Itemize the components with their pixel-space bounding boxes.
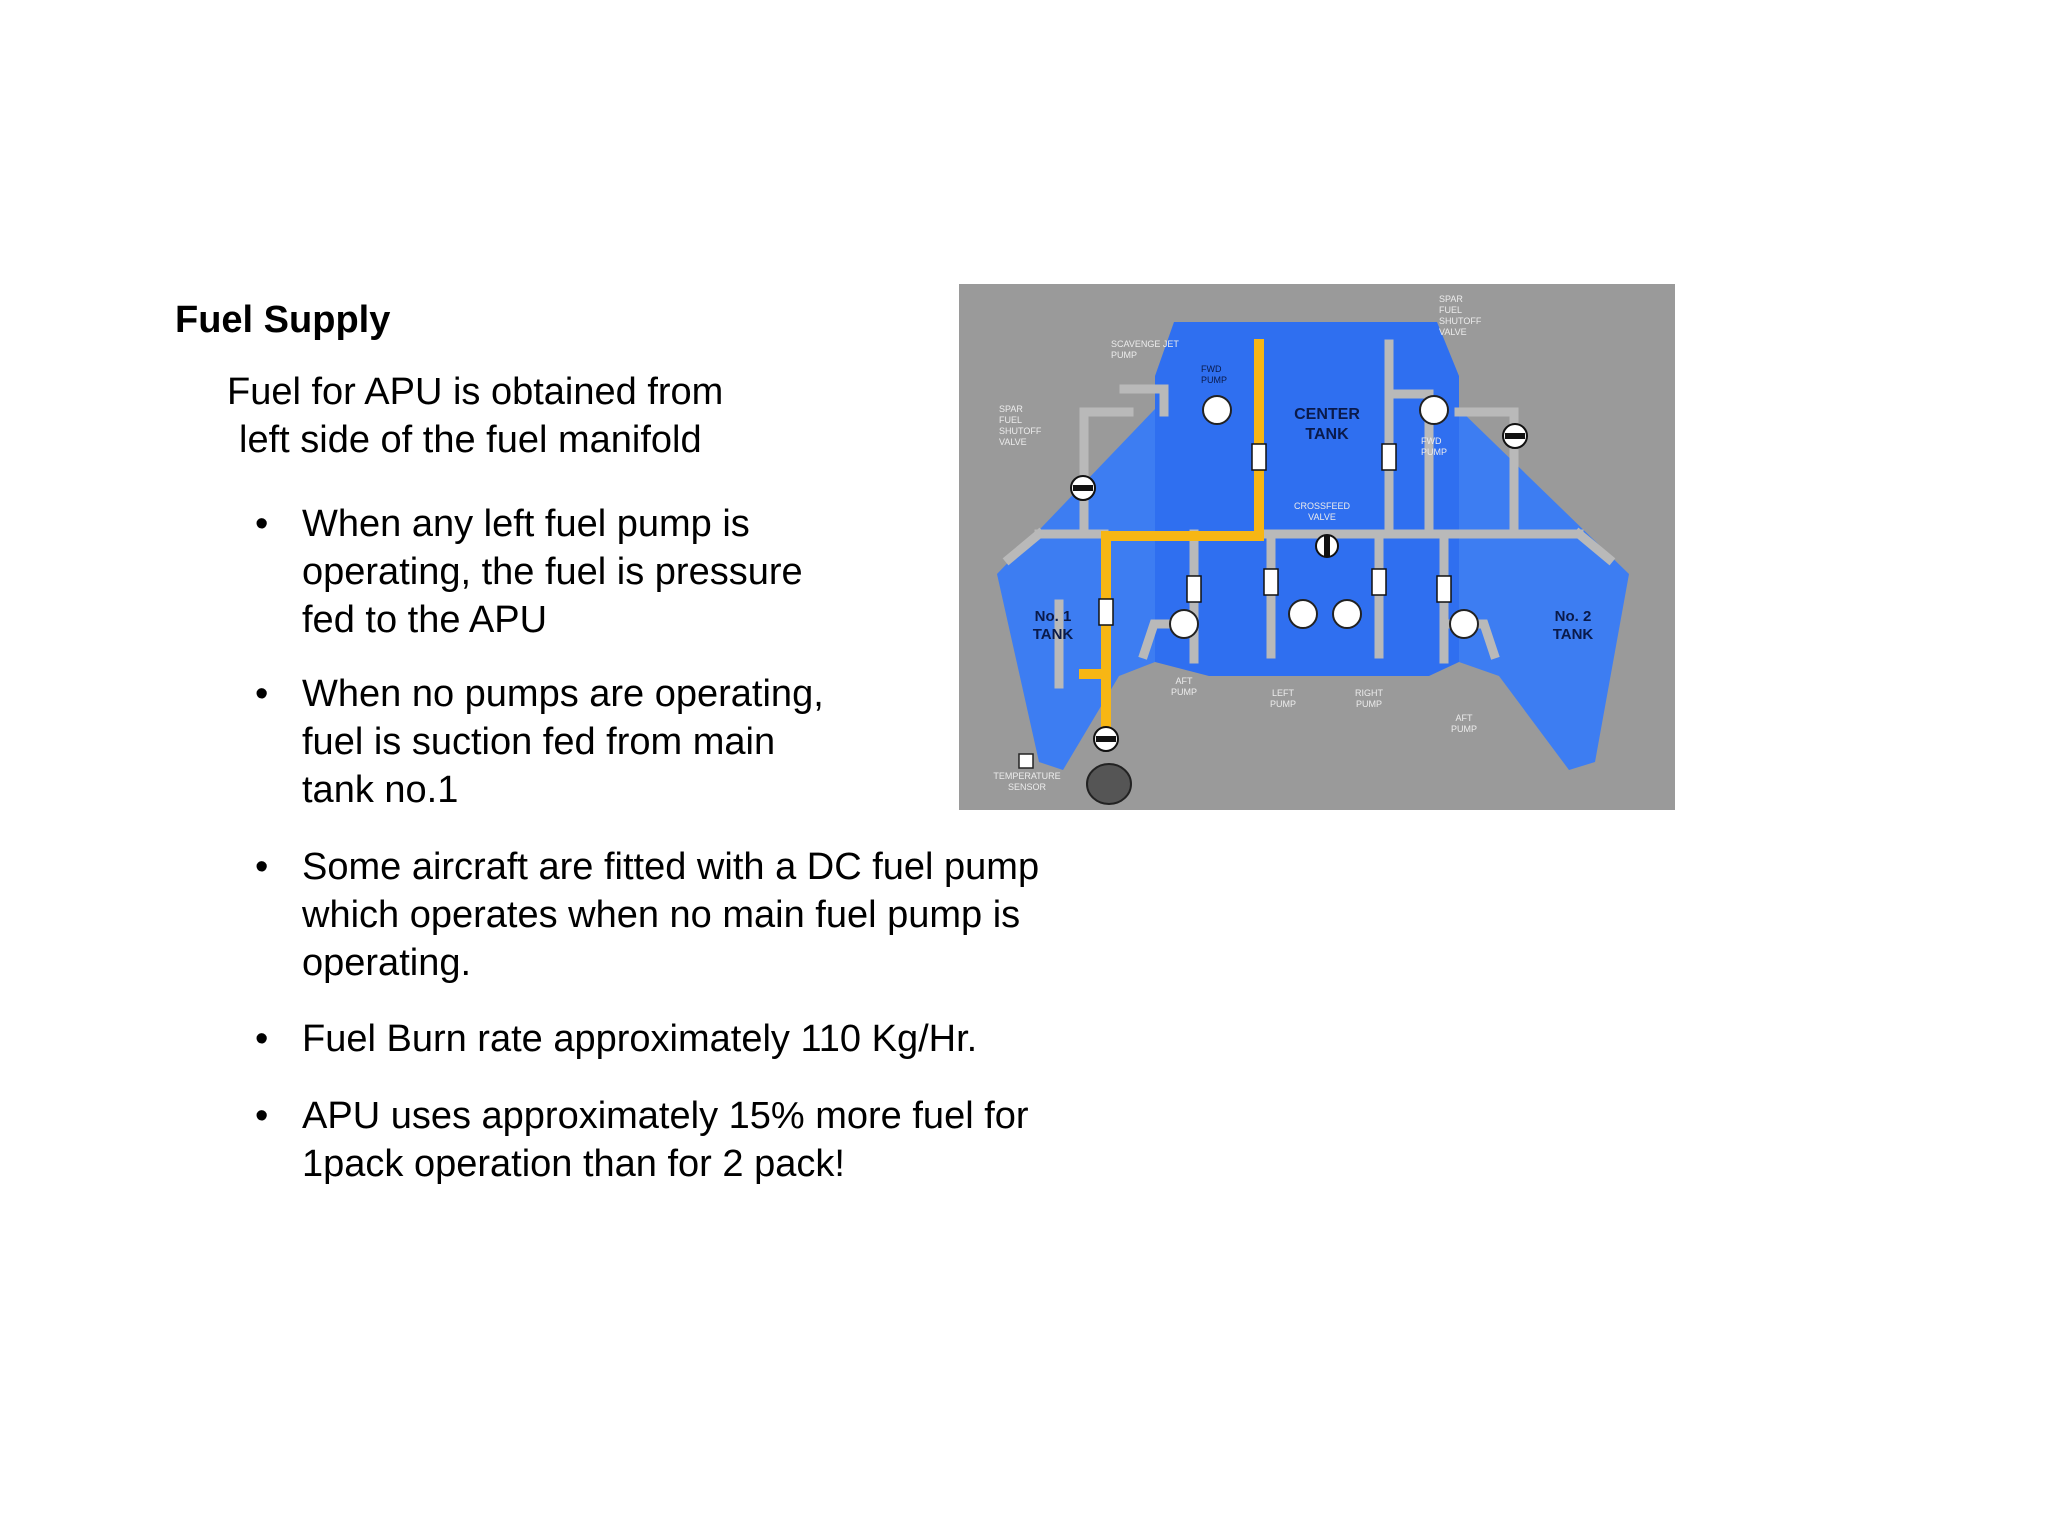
apu-icon — [1086, 763, 1132, 805]
diagram-labels: CENTER TANK No. 1 TANK No. 2 TANK SCAVEN… — [993, 294, 1593, 792]
bullet-glyph: • — [255, 1095, 269, 1137]
flow-arrows — [1098, 443, 1452, 626]
no1-tank-label-2: TANK — [1033, 626, 1074, 643]
spar-left-label-4: VALVE — [999, 437, 1027, 447]
aft-pump-right-icon — [1449, 609, 1479, 639]
fwd-pump-left-label-1: FWD — [1201, 364, 1222, 374]
bullet-glyph: • — [255, 673, 269, 715]
bullet-text: Some aircraft are fitted with a DC fuel … — [302, 846, 1040, 984]
bullet-item: • Fuel Burn rate approximately 110 Kg/Hr… — [255, 1015, 1039, 1063]
right-pump-icon — [1332, 599, 1362, 629]
right-pump-label-2: PUMP — [1356, 699, 1382, 709]
aft-pump-right-label-1: AFT — [1456, 713, 1474, 723]
fwd-pump-left-label-2: PUMP — [1201, 375, 1227, 385]
fwd-pump-left-icon — [1202, 395, 1232, 425]
intro-text: Fuel for APU is obtained from left side … — [227, 368, 723, 464]
up-arrow-icon — [1263, 568, 1279, 596]
right-wing-branch — [1572, 527, 1616, 566]
bullet-item: • When any left fuel pump is operating, … — [255, 500, 1039, 644]
spar-right-label-1: SPAR — [1439, 294, 1463, 304]
center-tank-label-1: CENTER — [1294, 406, 1360, 423]
crossfeed-valve-bar — [1324, 535, 1330, 557]
apu-unit — [1018, 753, 1132, 805]
fwd-pump-right-pipe — [1384, 389, 1434, 539]
bullet-glyph: • — [255, 1018, 269, 1060]
spar-right-label-4: VALVE — [1439, 327, 1467, 337]
bullet-text: When any left fuel pump is operating, th… — [302, 503, 803, 641]
bullet-text: APU uses approximately 15% more fuel for… — [302, 1095, 1029, 1185]
scavenge-label-2: PUMP — [1111, 350, 1137, 360]
aft-pump-left-label-2: PUMP — [1171, 687, 1197, 697]
spar-right-label-2: FUEL — [1439, 305, 1462, 315]
intro-line-2: left side of the fuel manifold — [239, 419, 702, 461]
spar-left-label-1: SPAR — [999, 404, 1023, 414]
bullet-item: • APU uses approximately 15% more fuel f… — [255, 1092, 1039, 1188]
bullet-text: Fuel Burn rate approximately 110 Kg/Hr. — [302, 1018, 978, 1060]
right-pump-label-1: RIGHT — [1355, 688, 1384, 698]
temperature-sensor-icon — [1018, 753, 1034, 769]
slide-title: Fuel Supply — [175, 299, 391, 341]
bullet-glyph: • — [255, 503, 269, 545]
fwd-pump-right-label-2: PUMP — [1421, 447, 1447, 457]
spar-left-label-2: FUEL — [999, 415, 1022, 425]
spar-valve-left-bar — [1073, 485, 1093, 491]
fwd-pump-right-label-1: FWD — [1421, 436, 1442, 446]
aft-pump-right-label-2: PUMP — [1451, 724, 1477, 734]
down-arrow-icon — [1381, 443, 1397, 471]
up-arrow-icon — [1186, 575, 1202, 603]
crossfeed-label-2: VALVE — [1308, 512, 1336, 522]
spar-right-label-3: SHUTOFF — [1439, 316, 1482, 326]
no1-tank-label-1: No. 1 — [1035, 608, 1072, 625]
crossfeed-label-1: CROSSFEED — [1294, 501, 1351, 511]
bullet-text: When no pumps are operating, fuel is suc… — [302, 673, 824, 811]
left-pump-icon — [1288, 599, 1318, 629]
no2-tank-label-2: TANK — [1553, 626, 1594, 643]
down-arrow-icon — [1251, 443, 1267, 471]
up-arrow-icon — [1436, 575, 1452, 603]
no2-tank-label-1: No. 2 — [1555, 608, 1592, 625]
scavenge-label-1: SCAVENGE JET — [1111, 339, 1179, 349]
fwd-pump-right-icon — [1419, 395, 1449, 425]
bullet-list: • When any left fuel pump is operating, … — [255, 500, 1039, 1188]
no1-tank — [997, 409, 1155, 770]
fuel-system-svg: CENTER TANK No. 1 TANK No. 2 TANK SCAVEN… — [959, 284, 1675, 810]
scavenge-pipe — [1119, 384, 1169, 417]
fuel-flow-path — [1079, 339, 1264, 744]
bullet-glyph: • — [255, 846, 269, 888]
temperature-label-2: SENSOR — [1008, 782, 1047, 792]
aft-pump-left-icon — [1169, 609, 1199, 639]
fuel-system-diagram: CENTER TANK No. 1 TANK No. 2 TANK SCAVEN… — [959, 284, 1675, 810]
bullet-item: • When no pumps are operating, fuel is s… — [255, 670, 1039, 814]
left-pump-label-2: PUMP — [1270, 699, 1296, 709]
right-spar-pipe — [1454, 407, 1519, 539]
left-wing-branch — [1002, 527, 1046, 566]
no2-tank — [1459, 409, 1629, 770]
temperature-label-1: TEMPERATURE — [993, 771, 1060, 781]
center-tank-label-2: TANK — [1305, 426, 1349, 443]
pumps — [1169, 395, 1479, 639]
spar-left-label-3: SHUTOFF — [999, 426, 1042, 436]
apu-valve-bar — [1096, 736, 1116, 742]
spar-valve-right-bar — [1505, 433, 1525, 439]
bullet-item: • Some aircraft are fitted with a DC fue… — [255, 843, 1039, 987]
valves — [1070, 423, 1528, 752]
up-arrow-icon — [1371, 568, 1387, 596]
left-pump-label-1: LEFT — [1272, 688, 1295, 698]
down-arrow-icon — [1098, 598, 1114, 626]
intro-line-1: Fuel for APU is obtained from — [227, 371, 724, 413]
aft-pump-left-label-1: AFT — [1176, 676, 1194, 686]
